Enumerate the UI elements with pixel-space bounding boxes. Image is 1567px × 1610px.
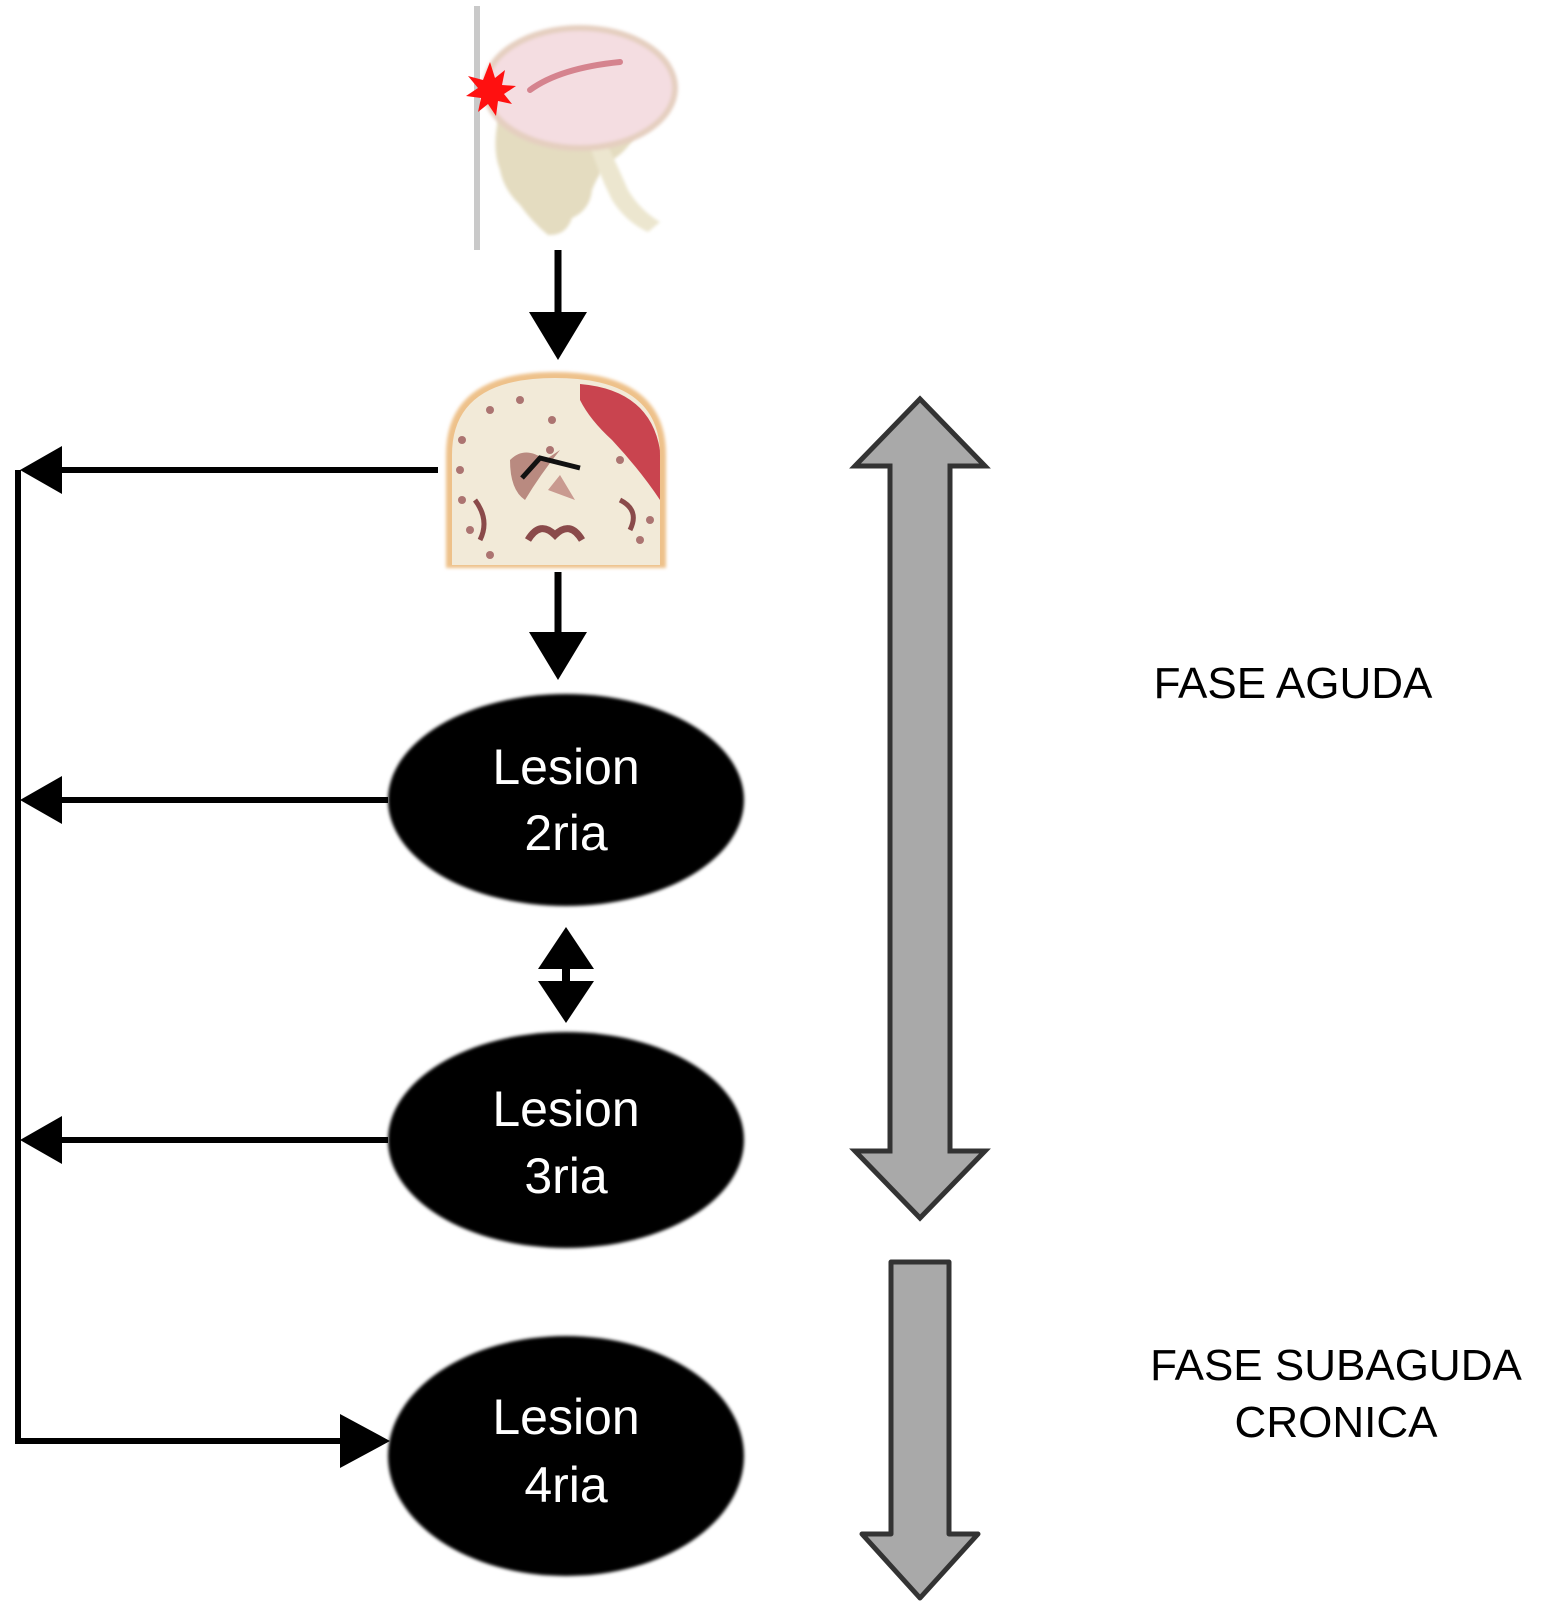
arrow-head-left — [20, 776, 62, 824]
hemorrhage-region — [580, 384, 660, 500]
arrow-coronal-to-lesion-2 — [529, 572, 587, 680]
arrow-lesion-2-lesion-3-bidirectional — [538, 927, 594, 1023]
node-lesion-4: Lesion 4ria — [388, 1336, 744, 1576]
node-lesion-3-line1: Lesion — [492, 1081, 639, 1137]
node-lesion-3-line2: 3ria — [524, 1148, 608, 1204]
node-lesion-2: Lesion 2ria — [388, 694, 744, 906]
arrow-impact-to-coronal — [529, 250, 587, 360]
brain-shape — [482, 25, 678, 151]
coronal-brain-illustration — [446, 372, 666, 568]
node-lesion-2-line1: Lesion — [492, 739, 639, 795]
spine-shape — [588, 130, 660, 232]
arrow-head-right — [340, 1414, 390, 1468]
phase-label-subacute-line2: CRONICA — [1235, 1398, 1439, 1447]
arrow-head-left — [20, 1116, 62, 1164]
arrow-head-left — [20, 446, 62, 494]
head-impact-illustration — [466, 6, 678, 250]
phase-label-acute: FASE AGUDA — [1154, 659, 1433, 708]
phase-label-subacute-line1: FASE SUBAGUDA — [1150, 1341, 1522, 1390]
phase-arrow-acute-bidirectional — [849, 395, 991, 1222]
impact-wall — [474, 6, 480, 250]
node-lesion-4-line1: Lesion — [492, 1389, 639, 1445]
impact-burst-icon — [466, 62, 516, 116]
feedback-connector — [15, 446, 438, 1468]
node-lesion-3: Lesion 3ria — [388, 1032, 744, 1248]
node-lesion-4-line2: 4ria — [524, 1457, 608, 1513]
phase-arrow-subacute-down — [859, 1259, 981, 1601]
brain-ventricle — [527, 59, 623, 93]
node-lesion-2-line2: 2ria — [524, 805, 608, 861]
